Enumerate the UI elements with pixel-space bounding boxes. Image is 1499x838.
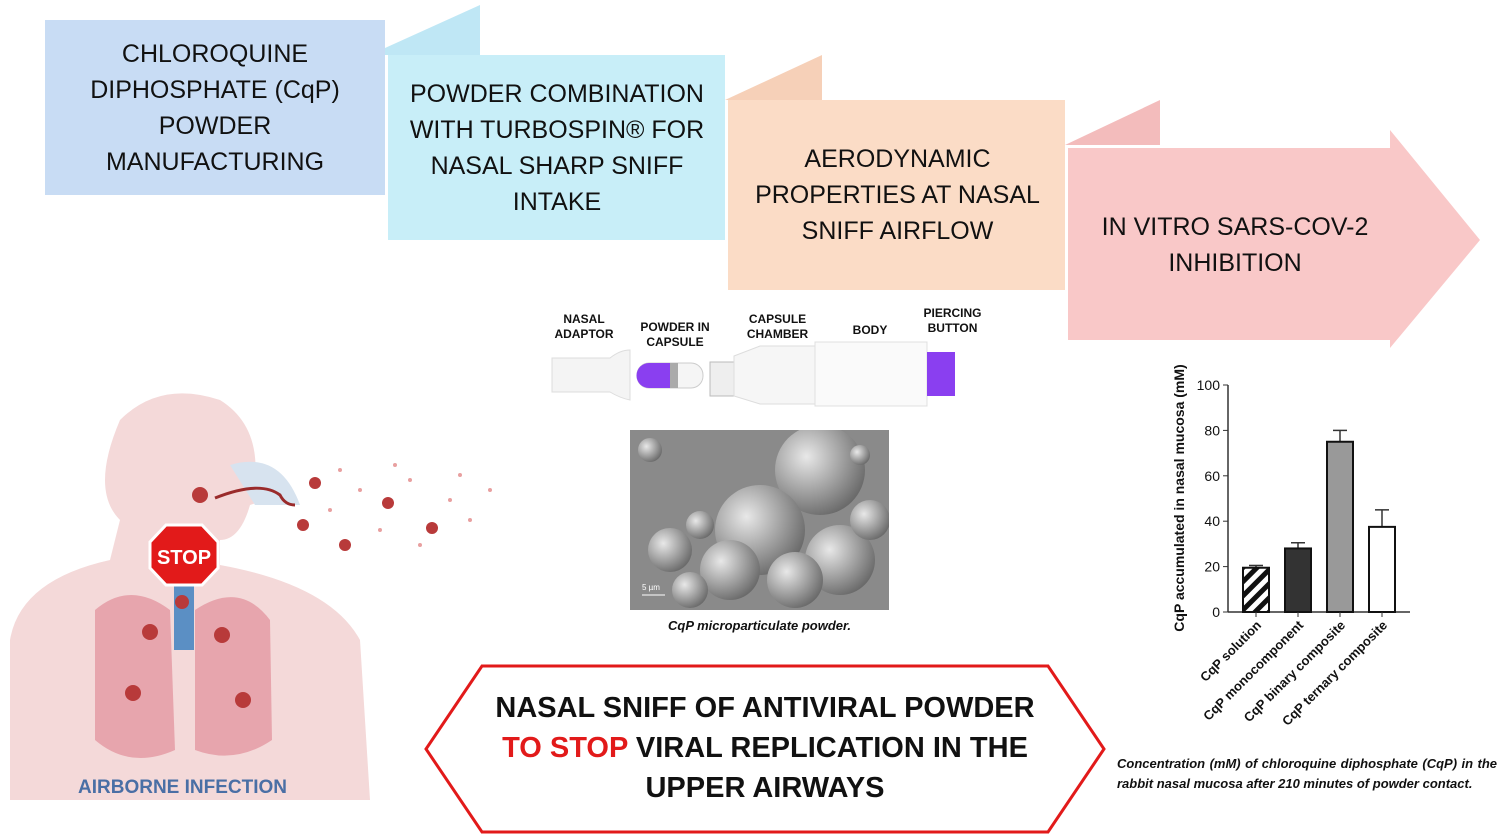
chart-caption: Concentration (mM) of chloroquine diphos… <box>1117 756 1497 791</box>
label-capsule-chamber: CAPSULE CHAMBER <box>746 312 809 341</box>
conclusion-hexagon <box>424 664 1106 834</box>
fold-3 <box>1065 100 1160 145</box>
fold-1 <box>385 5 480 55</box>
fold-2 <box>725 55 822 100</box>
bar-chart: CqP accumulated in nasal mucosa (mM) 0 20… <box>1171 364 1410 729</box>
label-powder-in-capsule: POWDER IN CAPSULE <box>640 320 710 349</box>
capsule-chamber <box>733 345 816 405</box>
conclusion-line-2-rest: VIRAL REPLICATION IN THE <box>627 732 1028 764</box>
micrograph-caption: CqP microparticulate powder. <box>667 618 851 633</box>
trachea <box>174 580 194 650</box>
turbospin-device <box>551 341 955 407</box>
bar <box>1326 440 1354 613</box>
scale-bar-label: 5 µm <box>642 583 660 592</box>
airborne-infection-label: AIRBORNE INFECTION <box>78 777 287 798</box>
bar <box>1284 547 1312 614</box>
conclusion-line-3: UPPER AIRWAYS <box>645 772 885 804</box>
person-illustration: STOP <box>10 393 492 800</box>
right-lung <box>195 597 272 756</box>
step-1-text: CHLOROQUINE DIPHOSPHATE (CqP) POWDER MAN… <box>90 39 340 176</box>
conclusion-line-1: NASAL SNIFF OF ANTIVIRAL POWDER <box>495 692 1035 724</box>
capsule-powder <box>636 363 670 388</box>
y-tick-label: 100 <box>1197 377 1221 393</box>
stop-text: STOP <box>157 547 211 569</box>
step-2-box <box>388 55 725 240</box>
y-axis-label: CqP accumulated in nasal mucosa (mM) <box>1171 364 1187 631</box>
bar <box>1368 525 1396 613</box>
y-tick-label: 60 <box>1204 468 1220 484</box>
droplets <box>328 463 492 547</box>
exhale-arrow <box>214 486 296 507</box>
step-3-text: AERODYNAMIC PROPERTIES AT NASAL SNIFF AI… <box>755 145 1040 245</box>
nasal-adaptor <box>551 349 631 401</box>
step-1-box <box>45 20 385 195</box>
stop-sign <box>148 523 220 587</box>
y-tick-label: 20 <box>1204 559 1220 575</box>
label-piercing-button: PIERCING BUTTON <box>923 306 982 335</box>
capsule-chamber-thread <box>709 361 735 397</box>
device-body <box>814 341 928 407</box>
label-body: BODY <box>852 323 888 337</box>
left-lung <box>95 595 175 758</box>
sem-micrograph: 5 µm <box>630 430 889 610</box>
conclusion-line-2: TO STOP VIRAL REPLICATION IN THE <box>440 728 1090 768</box>
bar <box>1242 566 1270 613</box>
step-4-text: IN VITRO SARS-COV-2 INHIBITION <box>1101 213 1369 277</box>
virus-particles <box>125 477 438 708</box>
step-3-box <box>728 100 1065 290</box>
step-shapes <box>45 5 1480 348</box>
capsule-band <box>670 363 678 388</box>
piercing-button <box>927 352 955 396</box>
conclusion-text: NASAL SNIFF OF ANTIVIRAL POWDER TO STOP … <box>440 688 1090 808</box>
step-2-text: POWDER COMBINATION WITH TURBOSPIN® FOR N… <box>409 79 705 216</box>
label-nasal-adaptor: NASAL ADAPTOR <box>554 312 614 341</box>
y-tick-label: 40 <box>1204 513 1220 529</box>
conclusion-highlight: TO STOP <box>502 732 628 764</box>
y-tick-label: 0 <box>1212 604 1220 620</box>
step-4-arrow <box>1068 130 1480 348</box>
nasal-airway <box>230 461 300 505</box>
y-tick-label: 80 <box>1204 422 1220 438</box>
